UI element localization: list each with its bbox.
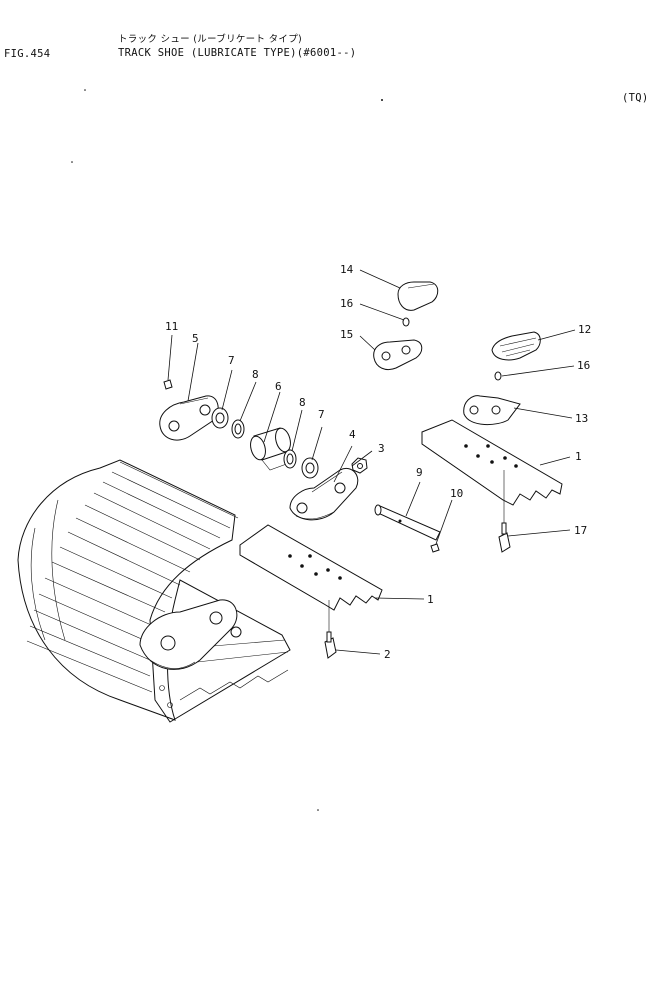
- part-12-master-link: [491, 331, 541, 361]
- callout-5: 5: [192, 332, 199, 345]
- callout-15: 15: [340, 328, 353, 341]
- part-13-master-link: [463, 395, 521, 425]
- callout-17: 17: [574, 524, 587, 537]
- callout-16-upper: 16: [340, 297, 353, 310]
- part-7-seal-right: [301, 457, 319, 479]
- callout-7-left: 7: [228, 354, 235, 367]
- callout-labels: 1 1 2 3 4 5 6 7 7 8 8 9 10 11 12 13 14 1…: [165, 263, 591, 661]
- model-code: (TQ): [622, 92, 649, 104]
- part-5-link: [159, 395, 219, 441]
- part-16-pin-right: [494, 371, 502, 381]
- figure-title: TRACK SHOE (LUBRICATE TYPE)(#6001--): [118, 47, 357, 59]
- callout-leader-lines: [167, 269, 576, 655]
- track-link-chain: [139, 599, 242, 670]
- part-16-pin-upper: [402, 317, 410, 327]
- part-1-shoe-plate-lower: [239, 524, 383, 611]
- callout-8-right: 8: [299, 396, 306, 409]
- callout-3: 3: [378, 442, 385, 455]
- figure-title-japanese: トラック シュー (ルーブリケート タイプ): [118, 34, 303, 45]
- callout-14: 14: [340, 263, 354, 276]
- part-8-thrust-ring-left: [231, 419, 245, 439]
- track-assembly-illustration: [17, 459, 291, 723]
- part-1-shoe-plate-upper: [421, 419, 563, 506]
- callout-4: 4: [349, 428, 356, 441]
- callout-1-upper: 1: [575, 450, 582, 463]
- callout-1-lower: 1: [427, 593, 434, 606]
- callout-9: 9: [416, 466, 423, 479]
- callout-16-right: 16: [577, 359, 590, 372]
- callout-6: 6: [275, 380, 282, 393]
- part-3-nut: [351, 457, 368, 474]
- callout-7-right: 7: [318, 408, 325, 421]
- callout-13: 13: [575, 412, 588, 425]
- part-9-pin: [374, 504, 441, 541]
- callout-12: 12: [578, 323, 591, 336]
- part-17-shoe-bolt: [498, 470, 511, 553]
- scan-specks: [71, 89, 383, 811]
- part-10-plug: [430, 543, 440, 553]
- part-8-thrust-ring-right: [283, 449, 297, 469]
- part-2-shoe-bolt: [324, 600, 337, 659]
- part-6-bushing: [250, 427, 293, 471]
- part-4-link: [289, 468, 359, 521]
- callout-11: 11: [165, 320, 178, 333]
- callout-2: 2: [384, 648, 391, 661]
- track-grouser-ribs: [26, 461, 239, 693]
- callout-10: 10: [450, 487, 463, 500]
- part-7-seal-left: [211, 407, 229, 429]
- part-14-master-link: [397, 281, 439, 311]
- figure-number: FIG.454: [4, 48, 51, 60]
- part-11-plug: [163, 379, 173, 390]
- part-15-master-link: [373, 339, 423, 371]
- callout-8-left: 8: [252, 368, 259, 381]
